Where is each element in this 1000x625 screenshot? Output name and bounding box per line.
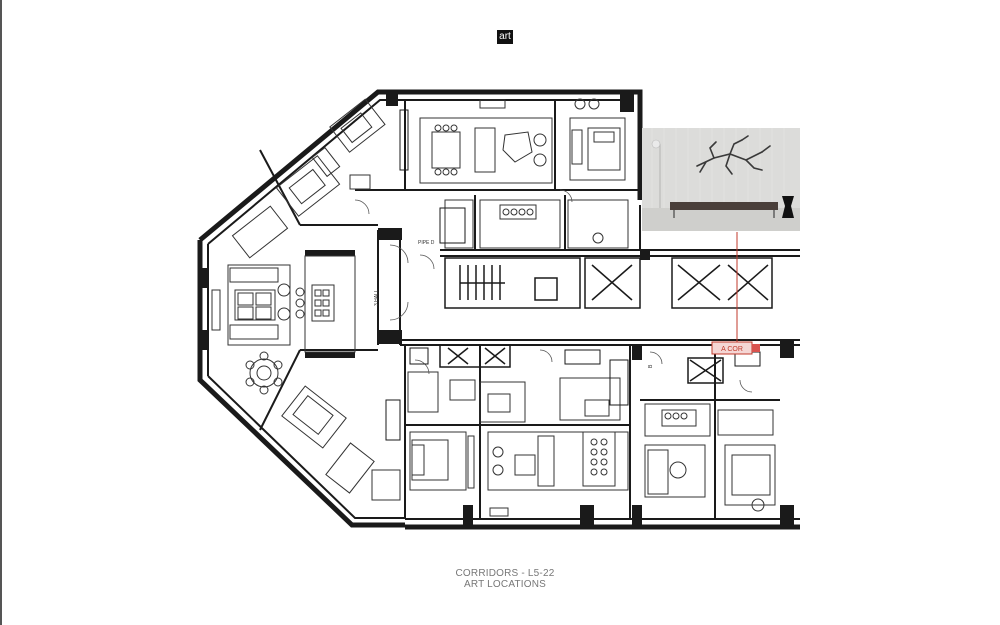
drawing-caption: CORRIDORS - L5-22 ART LOCATIONS — [405, 568, 605, 590]
hall-label: 3 HALL — [374, 289, 380, 306]
nw-bedrooms — [275, 98, 386, 217]
kitchen-island-west — [295, 255, 356, 353]
page-border — [0, 0, 2, 625]
sw-bedroom — [281, 385, 401, 501]
north-kitchen — [444, 199, 629, 249]
north-bedroom — [569, 98, 626, 181]
living-room-furniture — [211, 205, 291, 395]
north-dining-area — [419, 99, 553, 184]
daybed — [670, 202, 778, 210]
door-swings — [354, 189, 753, 393]
east-unit — [644, 403, 776, 512]
corridor-tag-marker — [752, 344, 760, 352]
lift-shafts — [439, 257, 773, 384]
art-logo: art — [497, 30, 513, 44]
outer-walls — [197, 89, 800, 530]
south-unit-living — [479, 377, 629, 517]
pipe-label: PIPE D — [418, 240, 435, 246]
side-stool — [782, 196, 794, 218]
structural-columns — [200, 92, 794, 525]
caption-subtitle: ART LOCATIONS — [463, 579, 547, 590]
branch-sculpture — [696, 135, 771, 175]
south-unit-a — [407, 371, 476, 491]
corridor-tag-label: A COR — [721, 346, 743, 353]
stair-core — [444, 257, 581, 309]
art-reference-photo — [642, 128, 800, 231]
unit-b-label: B — [648, 364, 654, 368]
caption-title: CORRIDORS - L5-22 — [455, 568, 555, 579]
wardrobes — [385, 109, 761, 441]
